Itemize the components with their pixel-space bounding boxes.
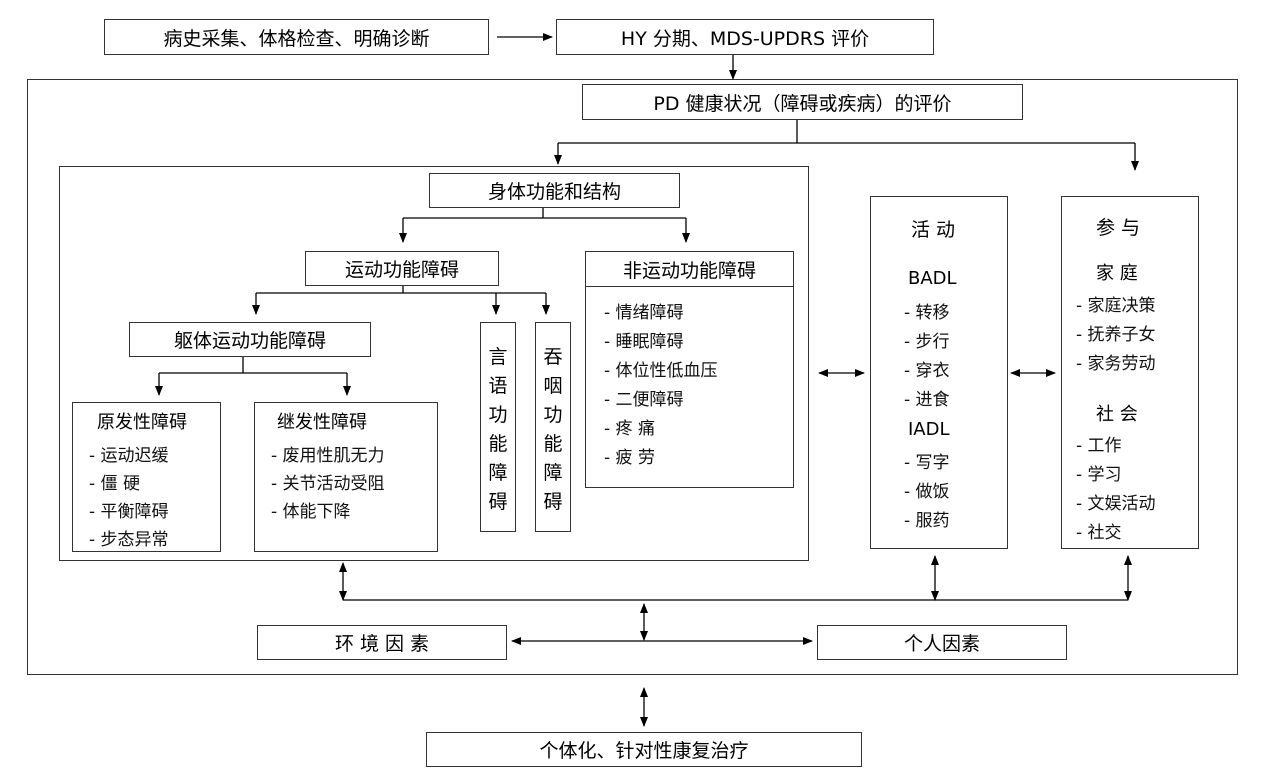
activity-title: 活 动	[911, 219, 956, 241]
swallow-box: 吞 咽 功 能 障 碍	[535, 322, 571, 532]
primary-item: - 运动迟缓	[89, 446, 169, 466]
personal-factor-box: 个人因素	[817, 625, 1067, 660]
swallow-char: 障	[543, 462, 563, 484]
outer-frame	[27, 79, 1238, 675]
body-function-frame	[59, 166, 809, 561]
primary-title: 原发性障碍	[97, 412, 187, 433]
speech-char: 能	[488, 433, 508, 455]
society-item: - 文娱活动	[1076, 494, 1156, 514]
family-item: - 家务劳动	[1076, 354, 1156, 374]
primary-item: - 平衡障碍	[89, 502, 169, 522]
nonmotor-item: - 疲 劳	[604, 448, 655, 468]
swallow-char: 吞	[543, 346, 563, 368]
speech-char: 功	[488, 404, 508, 426]
nonmotor-item: - 疼 痛	[604, 419, 655, 439]
secondary-item: - 关节活动受阻	[271, 474, 385, 494]
trunk-motor-title: 躯体运动功能障碍	[173, 330, 326, 352]
health-eval-box: PD 健康状况（障碍或疾病）的评价	[582, 84, 1023, 120]
iadl-item: - 服药	[904, 511, 950, 531]
environment-factor-box: 环 境 因 素	[257, 625, 507, 660]
iadl-item: - 写字	[904, 453, 950, 473]
secondary-item: - 体能下降	[271, 502, 351, 522]
history-box: 病史采集、体格检查、明确诊断	[104, 19, 489, 55]
motor-title: 运动功能障碍	[344, 259, 459, 281]
participation-box: 参 与 家 庭 - 家庭决策 - 抚养子女 - 家务劳动 社 会 - 工作 - …	[1061, 196, 1199, 549]
iadl-item: - 做饭	[904, 482, 950, 502]
nonmotor-item: - 体位性低血压	[604, 361, 718, 381]
nonmotor-item: - 二便障碍	[604, 390, 684, 410]
body-function-title: 身体功能和结构	[487, 181, 621, 203]
badl-item: - 穿衣	[904, 361, 950, 381]
secondary-box: 继发性障碍 - 废用性肌无力 - 关节活动受阻 - 体能下降	[254, 402, 438, 552]
swallow-char: 功	[543, 404, 563, 426]
iadl-title: IADL	[908, 419, 950, 440]
society-item: - 学习	[1076, 465, 1122, 485]
secondary-item: - 废用性肌无力	[271, 446, 385, 466]
nonmotor-item: - 情绪障碍	[604, 303, 684, 323]
society-item: - 工作	[1076, 436, 1122, 456]
primary-item: - 步态异常	[89, 530, 169, 550]
motor-box: 运动功能障碍	[305, 251, 499, 286]
primary-box: 原发性障碍 - 运动迟缓 - 僵 硬 - 平衡障碍 - 步态异常	[72, 402, 221, 552]
swallow-char: 能	[543, 433, 563, 455]
swallow-char: 碍	[543, 491, 563, 513]
nonmotor-title-row: 非运动功能障碍	[586, 252, 793, 287]
health-eval-label: PD 健康状况（障碍或疾病）的评价	[653, 92, 952, 115]
activity-box: 活 动 BADL - 转移 - 步行 - 穿衣 - 进食 IADL - 写字 -…	[870, 196, 1008, 549]
secondary-title: 继发性障碍	[277, 412, 367, 433]
family-title: 家 庭	[1096, 263, 1138, 284]
participation-title: 参 与	[1096, 217, 1141, 239]
assessment-box: HY 分期、MDS-UPDRS 评价	[556, 19, 934, 55]
speech-box: 言 语 功 能 障 碍	[480, 322, 516, 532]
family-item: - 家庭决策	[1076, 296, 1156, 316]
speech-char: 语	[488, 375, 508, 397]
society-title: 社 会	[1096, 404, 1138, 425]
nonmotor-title: 非运动功能障碍	[622, 259, 756, 282]
nonmotor-box: 非运动功能障碍 - 情绪障碍 - 睡眠障碍 - 体位性低血压 - 二便障碍 - …	[585, 251, 794, 488]
speech-char: 碍	[488, 491, 508, 513]
environment-factor-label: 环 境 因 素	[334, 633, 430, 655]
society-item: - 社交	[1076, 523, 1122, 543]
badl-item: - 进食	[904, 390, 950, 410]
treatment-box: 个体化、针对性康复治疗	[426, 732, 862, 767]
primary-item: - 僵 硬	[89, 474, 140, 494]
history-box-label: 病史采集、体格检查、明确诊断	[163, 27, 430, 50]
family-item: - 抚养子女	[1076, 325, 1156, 345]
swallow-char: 咽	[543, 375, 563, 397]
badl-item: - 步行	[904, 332, 950, 352]
personal-factor-label: 个人因素	[903, 633, 980, 655]
badl-item: - 转移	[904, 303, 950, 323]
speech-char: 障	[488, 462, 508, 484]
treatment-label: 个体化、针对性康复治疗	[539, 740, 749, 762]
body-function-title-box: 身体功能和结构	[429, 173, 680, 208]
badl-title: BADL	[908, 268, 957, 289]
nonmotor-item: - 睡眠障碍	[604, 332, 684, 352]
speech-char: 言	[488, 346, 508, 368]
assessment-box-label: HY 分期、MDS-UPDRS 评价	[620, 27, 870, 50]
trunk-motor-box: 躯体运动功能障碍	[129, 322, 371, 357]
